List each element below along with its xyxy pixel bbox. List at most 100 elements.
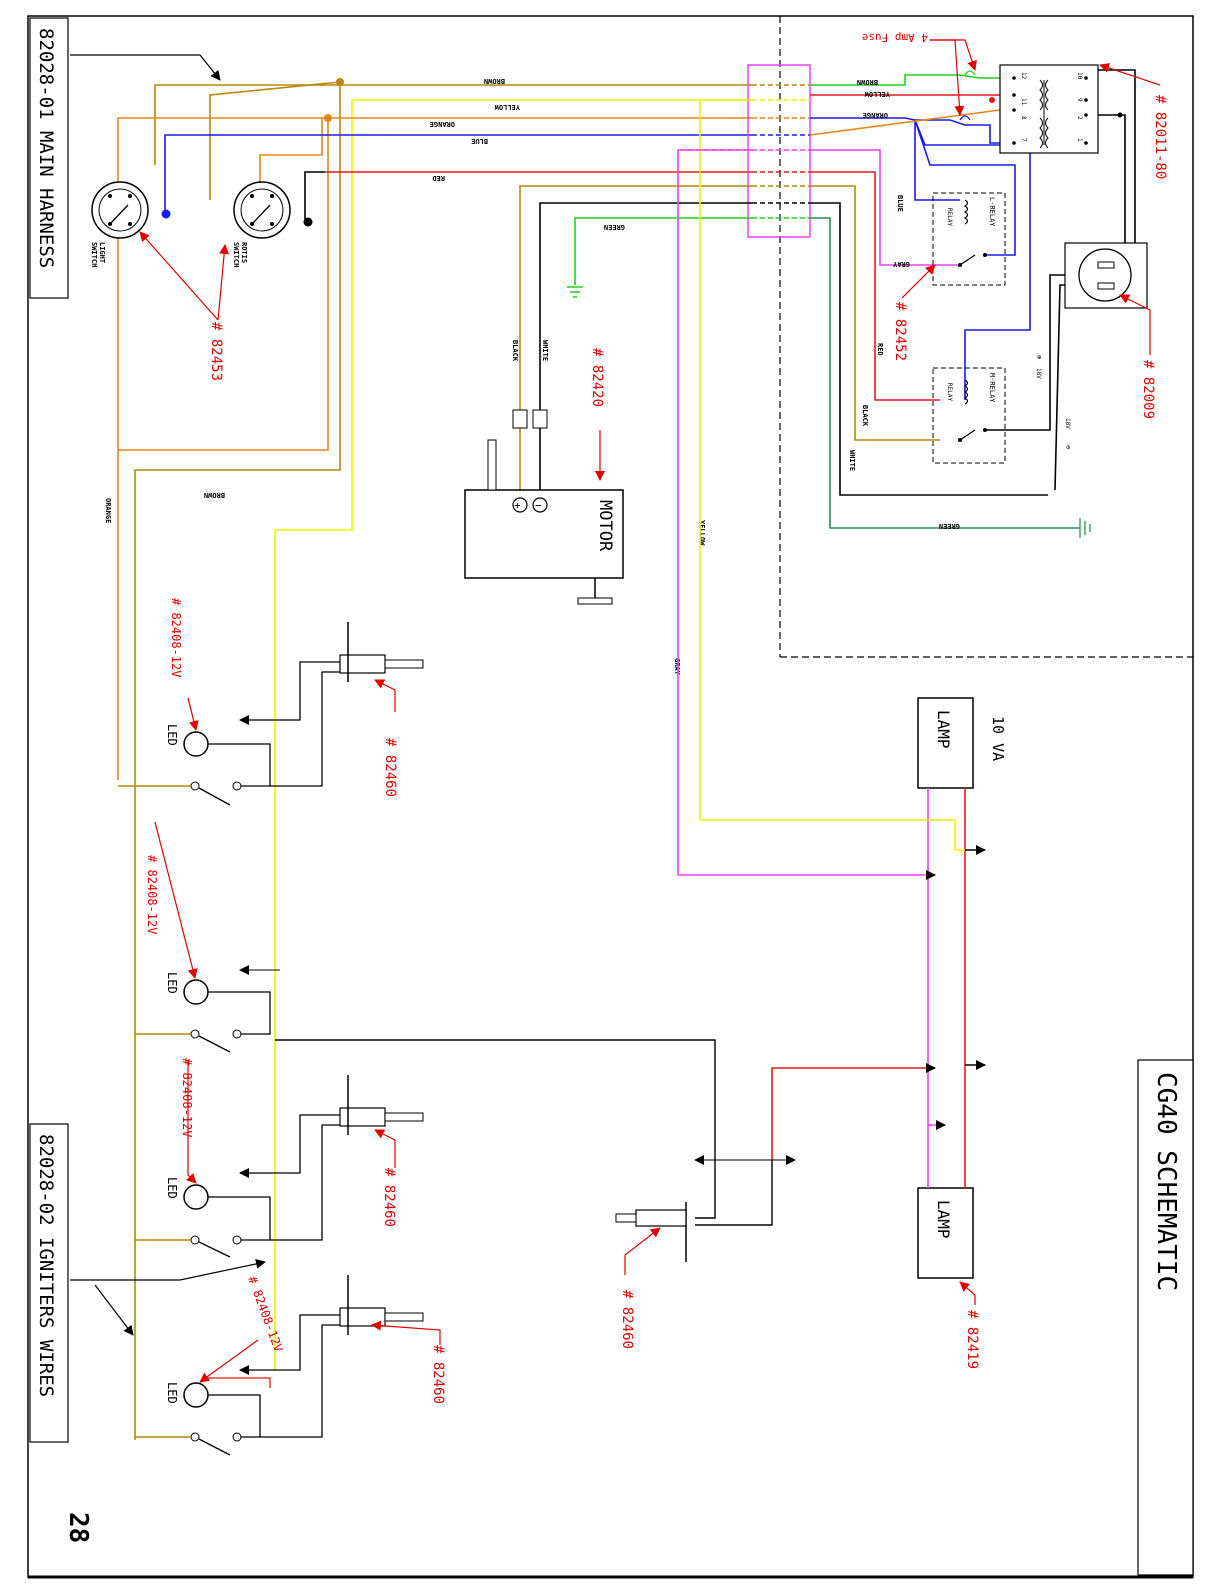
svg-text:9: 9	[1076, 98, 1083, 102]
svg-text:+: +	[514, 499, 521, 512]
l-relay: L-RELAY RELAY	[932, 192, 1006, 286]
igniters-title: 82028-02 IGNITERS WIRES	[35, 1134, 57, 1397]
harness-connector	[680, 64, 811, 238]
ground-symbol	[567, 286, 583, 298]
svg-text:BLUE: BLUE	[471, 137, 488, 145]
schematic-title-block: CG40 SCHEMATIC	[1137, 1059, 1194, 1576]
light-switch: LIGHT SWITCH	[90, 181, 149, 267]
svg-text:RELAY: RELAY	[946, 208, 953, 226]
part-82460-2: # 82460	[381, 1168, 397, 1227]
svg-text:GRAY: GRAY	[673, 658, 681, 676]
lamp-wires	[678, 788, 986, 1188]
svg-text:1: 1	[1076, 138, 1083, 142]
svg-text:11: 11	[1020, 98, 1027, 106]
svg-text:18V: 18V	[1064, 418, 1071, 429]
svg-text:2: 2	[1076, 116, 1083, 120]
part-82453: # 82453	[208, 322, 224, 381]
part-82460-4: # 82460	[619, 1290, 635, 1349]
svg-text:LIGHT: LIGHT	[98, 242, 106, 263]
lamp-top-label: LAMP	[934, 710, 953, 749]
svg-text:YELLOW: YELLOW	[698, 520, 706, 546]
svg-text:BLUE: BLUE	[896, 195, 904, 212]
svg-text:GREEN: GREEN	[604, 223, 625, 231]
main-harness-title: 82028-01 MAIN HARNESS	[35, 28, 57, 268]
svg-text:10: 10	[1076, 72, 1083, 80]
svg-text:BROWN: BROWN	[204, 491, 225, 499]
part-82460-3: # 82460	[430, 1345, 446, 1404]
rotis-switch: ROTIS SWITCH	[232, 181, 291, 267]
svg-text:LED: LED	[165, 972, 179, 994]
svg-text:YELLOW: YELLOW	[494, 103, 520, 111]
svg-text:L-RELAY: L-RELAY	[988, 197, 996, 227]
motor: + − MOTOR	[464, 409, 624, 605]
part-82408-3: # 82408-12V	[180, 1058, 194, 1137]
transformer: 12 11 8 7 10 9 2 1	[989, 64, 1123, 154]
part-82460-1: # 82460	[382, 738, 398, 797]
main-harness-title-block: 82028-01 MAIN HARNESS	[29, 17, 69, 299]
right-wires	[809, 69, 1136, 529]
harness-wires	[117, 81, 752, 1440]
page-number: 28	[63, 1512, 93, 1543]
part-82011: # 82011-80	[1152, 95, 1168, 179]
lamp-bottom: LAMP	[917, 1187, 974, 1279]
igniter-row-2: LED	[135, 965, 280, 1053]
svg-text:⊕: ⊕	[1035, 355, 1043, 360]
fuse-symbols	[959, 70, 976, 121]
lamp-rating: 10 VA	[989, 716, 1007, 761]
svg-text:BLACK: BLACK	[511, 340, 519, 362]
igniter-82460-bottom-right	[275, 1039, 796, 1262]
part-82009: # 82009	[1140, 360, 1156, 419]
svg-text:ROTIS: ROTIS	[240, 242, 248, 263]
lamp-bottom-label: LAMP	[934, 1200, 953, 1239]
svg-text:ORANGE: ORANGE	[104, 498, 112, 523]
harness-junction-dots	[161, 78, 344, 227]
svg-text:BROWN: BROWN	[484, 77, 505, 85]
svg-text:RED: RED	[876, 343, 884, 356]
svg-text:BLACK: BLACK	[861, 405, 869, 427]
svg-text:SWITCH: SWITCH	[90, 242, 98, 267]
svg-text:LED: LED	[165, 1177, 179, 1199]
m-relay: M-RELAY RELAY	[932, 367, 1006, 464]
svg-text:8: 8	[1020, 116, 1027, 120]
chassis-ground	[1079, 518, 1091, 538]
part-82408-4: # 82408-12V	[245, 1274, 285, 1353]
svg-text:RELAY: RELAY	[946, 383, 953, 401]
svg-text:GRAY: GRAY	[892, 260, 910, 268]
svg-text:ORANGE: ORANGE	[430, 120, 455, 128]
svg-text:7: 7	[1020, 138, 1027, 142]
fuse-label: 4 Amp Fuse	[862, 31, 928, 44]
igniters-title-block: 82028-02 IGNITERS WIRES	[29, 1123, 69, 1443]
svg-text:GREEN: GREEN	[939, 522, 960, 530]
svg-text:RED: RED	[432, 174, 445, 182]
right-wire-labels: BROWN YELLOW ORANGE BLUE GRAY RED BLACK …	[848, 78, 960, 530]
svg-text:⊖: ⊖	[1064, 445, 1072, 449]
part-82452: # 82452	[892, 302, 908, 361]
igniter-row-4: LED	[135, 1275, 424, 1456]
annotations	[139, 39, 1161, 1383]
svg-text:LED: LED	[165, 1382, 179, 1404]
svg-text:ORANGE: ORANGE	[863, 111, 888, 119]
power-receptacle: ⊕ 18V ⊖ 18V	[1035, 242, 1148, 449]
part-82419: # 82419	[964, 1310, 980, 1369]
igniter-row-1: LED	[118, 622, 424, 806]
schematic-title: CG40 SCHEMATIC	[1151, 1072, 1181, 1291]
svg-text:12: 12	[1020, 72, 1027, 80]
svg-text:WHITE: WHITE	[541, 340, 549, 361]
page-frame	[27, 15, 1194, 1579]
svg-text:M-RELAY: M-RELAY	[988, 373, 996, 403]
part-82408-2: # 82408-12V	[145, 855, 159, 934]
part-82408-1: # 82408-12V	[169, 598, 183, 677]
svg-text:18V: 18V	[1035, 368, 1042, 379]
igniter-row-3: LED	[135, 1075, 424, 1258]
svg-text:WHITE: WHITE	[848, 450, 856, 471]
motor-wires	[519, 99, 752, 875]
svg-text:BROWN: BROWN	[857, 78, 878, 86]
harness-wire-labels: BROWN YELLOW ORANGE BLUE RED GREEN BROWN…	[104, 77, 706, 676]
svg-text:SWITCH: SWITCH	[232, 242, 240, 267]
motor-label: MOTOR	[595, 500, 615, 552]
black-leaders	[70, 54, 266, 1336]
svg-text:LED: LED	[165, 724, 179, 746]
lamp-top: LAMP 10 VA	[917, 697, 1007, 789]
svg-text:−: −	[535, 499, 542, 512]
part-82420: # 82420	[589, 348, 605, 407]
